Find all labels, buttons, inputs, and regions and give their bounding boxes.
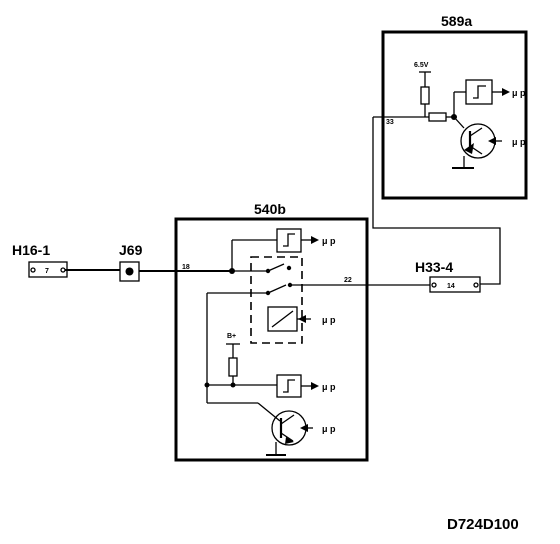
schmitt-trigger-icon-540b-top	[283, 233, 295, 247]
wire-589a-to-h33	[372, 117, 501, 285]
connector-h33-label: H33-4	[415, 259, 453, 275]
mu-label-540b-top: μ p	[322, 236, 336, 246]
transistor-589a-arrow-icon	[464, 143, 474, 154]
schmitt-trigger-540b-top	[276, 228, 302, 253]
mu-arrow-589a-top-icon	[502, 88, 510, 96]
relay-coil-diagonal	[271, 310, 294, 328]
transistor-589a-collector	[469, 127, 483, 137]
pin-22-label: 22	[344, 277, 352, 284]
connector-h16-pin: 7	[45, 268, 49, 275]
module-540b-box	[174, 217, 369, 462]
connector-h16-right-dot	[60, 267, 66, 273]
mu-arrow-540b-top-icon	[311, 236, 319, 244]
mu-label-540b-lower: μ p	[322, 382, 336, 392]
resistor-540b	[228, 357, 238, 377]
connector-h16-label: H16-1	[12, 242, 50, 258]
connector-j69-dot	[125, 267, 134, 276]
schmitt-trigger-540b-lower	[276, 374, 302, 398]
transistor-540b-arrow-icon	[285, 437, 294, 444]
connector-h33-pin: 14	[447, 283, 455, 290]
schmitt-trigger-icon-589a	[473, 85, 486, 99]
mu-label-540b-bottom: μ p	[322, 424, 336, 434]
wire-base-540b	[257, 402, 281, 422]
transistor-540b-collector	[280, 414, 295, 425]
connector-j69-label: J69	[119, 242, 143, 258]
mu-label-589a-bottom: μ p	[512, 137, 526, 147]
relay-dashed-box	[250, 256, 303, 344]
pin-18-label: 18	[182, 264, 190, 271]
module-589a-box	[381, 30, 528, 200]
resistor-589a-horizontal	[428, 112, 447, 122]
connector-h33-right-dot	[473, 282, 479, 288]
mu-label-589a-top: μ p	[512, 88, 526, 98]
transistor-540b-emitter	[280, 432, 294, 442]
supply-bplus-label: B+	[227, 333, 236, 340]
schmitt-trigger-icon-540b-lower	[283, 379, 295, 393]
mu-label-540b-relay: μ p	[322, 315, 336, 325]
connector-h33-left-dot	[431, 282, 437, 288]
connector-h16-left-dot	[30, 267, 36, 273]
connector-h33-box	[429, 276, 481, 293]
module-589a-title: 589a	[441, 13, 472, 29]
supply-6-5v-label: 6.5V	[414, 62, 429, 69]
resistor-589a-vertical	[420, 86, 430, 105]
schmitt-trigger-589a	[465, 79, 493, 105]
relay-contact-lower-blade	[267, 284, 287, 294]
mu-arrow-540b-relay-icon	[298, 315, 306, 323]
wire-base-589a	[453, 116, 465, 129]
mu-arrow-540b-bottom-icon	[300, 424, 308, 432]
mu-arrow-589a-bottom-icon	[488, 137, 496, 145]
relay-contact-upper-blade	[267, 263, 285, 272]
relay-contact-upper-right	[286, 265, 292, 271]
module-540b-title: 540b	[254, 201, 286, 217]
mu-arrow-540b-lower-icon	[311, 382, 319, 390]
pin-33-label: 33	[386, 119, 394, 126]
diagram-id: D724D100	[447, 516, 519, 533]
